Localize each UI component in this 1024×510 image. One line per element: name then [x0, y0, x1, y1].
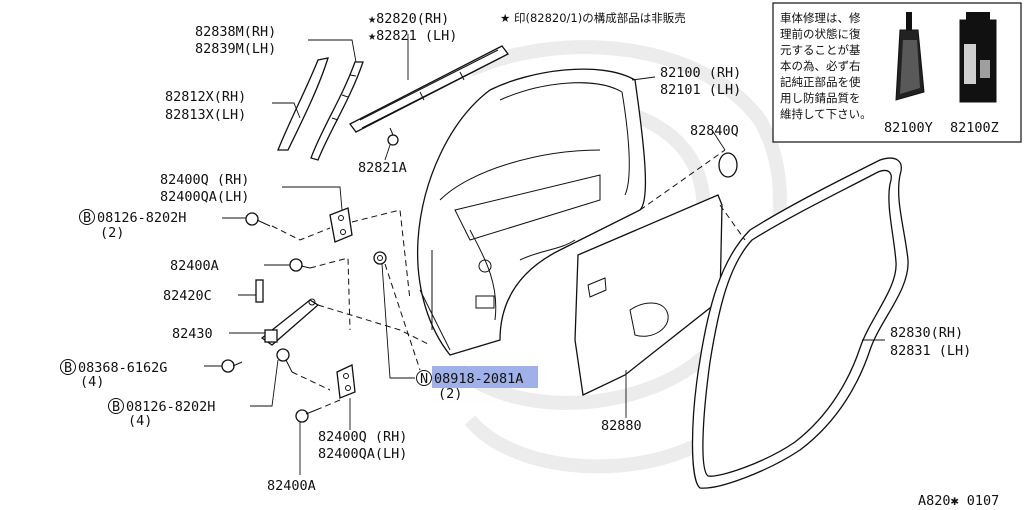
nut-panel — [373, 251, 387, 265]
label-08918[interactable]: 08918-2081A — [434, 371, 523, 387]
leader-lines — [204, 34, 885, 475]
label-82400qa-top: 82400QA(LH) — [160, 189, 249, 205]
label-82830: 82830(RH) — [890, 325, 963, 341]
label-82400q-top: 82400Q (RH) — [160, 172, 249, 188]
label-82101: 82101 (LH) — [660, 82, 741, 98]
label-82400a-bottom: 82400A — [267, 478, 316, 494]
label-08126-top: 08126-8202H — [97, 210, 186, 226]
label-82840q: 82840Q — [690, 123, 739, 139]
door-trim-82880 — [574, 194, 723, 396]
bolt-08368 — [221, 359, 243, 373]
label-08918-qty: (2) — [438, 386, 462, 402]
notice-line-1: 車体修理は、修 — [780, 11, 861, 25]
label-82813x: 82813X(LH) — [165, 107, 246, 123]
prefix-b-badge-mid: B — [60, 359, 76, 376]
label-82831: 82831 (LH) — [890, 343, 971, 359]
window-garnish-82812x — [277, 57, 329, 151]
bolt-82400a-mid — [289, 258, 311, 272]
label-08126-bottom: 08126-8202H — [126, 399, 215, 415]
bolt-82400a-bottom — [295, 409, 317, 423]
check-link-82430 — [260, 298, 320, 346]
label-08126-top-qty: (2) — [100, 225, 124, 241]
prefix-n-badge: N — [416, 370, 432, 387]
hinge-82400q-top — [329, 207, 353, 243]
star-note: ★ 印(82820/1)の構成部品は非販売 — [500, 11, 686, 25]
clip-82821a — [387, 127, 399, 146]
label-82838m: 82838M(RH) — [195, 24, 276, 40]
prefix-b-badge-bottom: B — [108, 398, 124, 415]
grommet-82840q — [718, 152, 738, 178]
bolt-08126-bottom — [276, 348, 293, 373]
label-82400qa-bottom: 82400QA(LH) — [318, 446, 407, 462]
notice-line-2: 理前の状態に復 — [780, 27, 861, 41]
notice-line-7: 維持して下さい。 — [780, 107, 872, 121]
rustproof-can-icon — [959, 12, 997, 103]
door-seal-82830 — [691, 157, 909, 489]
label-82812x: 82812X(RH) — [165, 89, 246, 105]
notice-line-4: 本の為、必ず右 — [780, 59, 861, 73]
label-82420c: 82420C — [163, 288, 212, 304]
label-82821a: 82821A — [358, 160, 407, 176]
label-82880: 82880 — [601, 418, 642, 434]
label-82820: ★82820(RH) — [368, 11, 449, 27]
door-panel-82100 — [416, 68, 647, 356]
label-82430: 82430 — [172, 326, 213, 342]
label-08918-group[interactable]: N 08918-2081A (2) — [416, 366, 539, 402]
label-82400q-bottom: 82400Q (RH) — [318, 429, 407, 445]
svg-text:N: N — [420, 371, 428, 387]
label-82400a-mid: 82400A — [170, 258, 219, 274]
repair-notice-box: 車体修理は、修 理前の状態に復 元することが基 本の為、必ず右 記純正部品を使 … — [772, 2, 1022, 143]
label-82821: ★82821 (LH) — [368, 28, 457, 44]
notice-line-5: 記純正部品を使 — [780, 75, 861, 89]
reference-code: A820✱ 0107 — [918, 493, 999, 509]
label-08126-bottom-qty: (4) — [128, 413, 152, 429]
prefix-b-badge-top: B — [79, 209, 95, 226]
hinge-82400q-bottom — [336, 364, 356, 399]
bolt-08126-top — [245, 212, 271, 227]
svg-text:B: B — [83, 210, 91, 226]
svg-text:B: B — [64, 360, 72, 376]
svg-text:B: B — [112, 399, 120, 415]
notice-line-6: 用し防錆品質を — [780, 91, 861, 105]
notice-line-3: 元することが基 — [780, 43, 861, 57]
moulding-82838m — [310, 61, 364, 161]
label-08368: 08368-6162G — [78, 360, 167, 376]
sealant-tube-icon — [895, 12, 925, 101]
label-82100: 82100 (RH) — [660, 65, 741, 81]
weatherstrip-82820 — [349, 45, 509, 133]
label-08368-qty: (4) — [80, 374, 104, 390]
label-82100z: 82100Z — [950, 120, 999, 136]
highlight-box — [432, 366, 538, 388]
pin-82420c — [255, 279, 264, 303]
label-82100y: 82100Y — [884, 120, 933, 136]
label-82839m: 82839M(LH) — [195, 41, 276, 57]
assembly-dashed-lines — [271, 149, 746, 411]
